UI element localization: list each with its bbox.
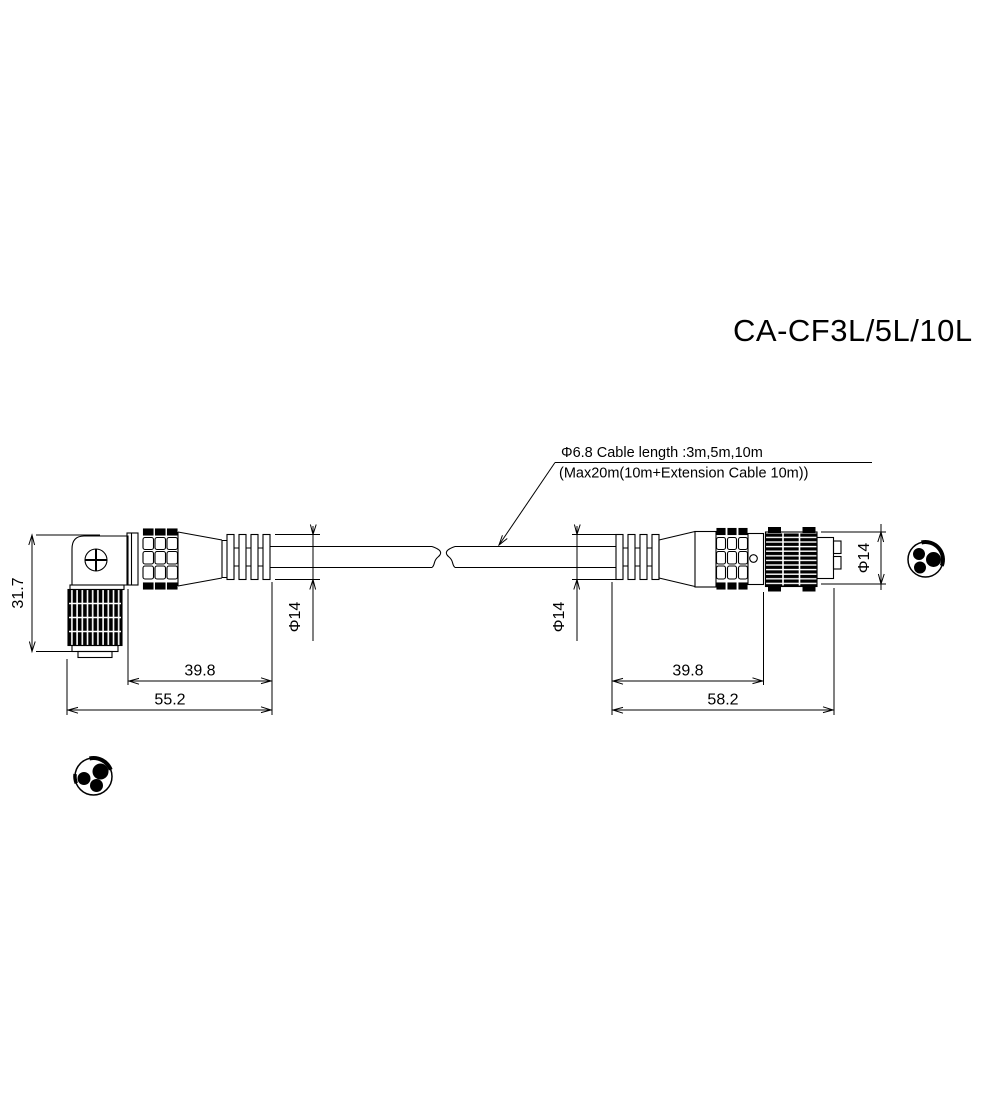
dim-label-left-diameter: Φ14	[287, 602, 304, 633]
right-connector-side-view	[615, 527, 842, 592]
left-neck-ring	[126, 532, 139, 586]
dimension-left-height: 31.7	[10, 534, 106, 652]
face-shell-crescent	[921, 540, 945, 567]
cable-left-segment	[271, 545, 432, 569]
dimension-right-grip-length: 39.8	[611, 582, 764, 715]
cable-annotation-line1: Φ6.8 Cable length :3m,5m,10m	[561, 445, 763, 461]
left-knurled-nut	[67, 588, 123, 659]
left-connector-flange	[69, 584, 125, 591]
cable-right-segment	[455, 545, 616, 569]
cable-break-right	[445, 545, 456, 568]
dimension-left-diameter: Φ14	[275, 524, 320, 641]
left-connector-side-view	[67, 528, 271, 659]
left-connector-body	[71, 535, 129, 586]
drawing-title: CA-CF3L/5L/10L	[733, 313, 973, 348]
left-taper-cone	[177, 531, 223, 587]
face-shell-crescent	[89, 756, 113, 771]
right-cylinder	[694, 530, 717, 588]
face-shell-crescent-left	[73, 773, 78, 784]
right-grip-blocks	[715, 527, 749, 590]
dim-label-left-height: 31.7	[10, 577, 27, 608]
ring-hole	[749, 554, 758, 563]
dimension-right-diameter-cable-side: Φ14	[551, 524, 620, 641]
connector-pins	[77, 763, 109, 792]
right-smooth-ring	[747, 532, 765, 586]
right-knurled-ring	[764, 527, 818, 592]
right-end-cap	[816, 536, 842, 580]
cable	[271, 545, 616, 569]
cable-annotation-line2: (Max20m(10m+Extension Cable 10m))	[559, 466, 808, 482]
right-connector-face-view	[907, 540, 945, 578]
dim-label-right-total: 58.2	[707, 692, 738, 709]
screw-icon	[84, 548, 108, 572]
cable-annotation: Φ6.8 Cable length :3m,5m,10m (Max20m(10m…	[496, 445, 872, 548]
dim-label-right-grip-length: 39.8	[672, 663, 703, 680]
right-taper-cone	[658, 530, 696, 588]
left-grip-blocks	[142, 528, 179, 590]
dim-label-left-total: 55.2	[154, 692, 185, 709]
dimension-left-total: 55.2	[66, 659, 272, 715]
dimension-left-grip-length: 39.8	[127, 582, 273, 715]
dim-label-right-diameter-end: Φ14	[856, 543, 873, 574]
dimension-right-diameter-end: Φ14	[821, 524, 886, 590]
left-connector-face-view	[73, 756, 113, 796]
dimension-right-total: 58.2	[612, 588, 835, 715]
left-strain-relief	[222, 533, 271, 581]
annotation-leader-line	[498, 462, 556, 546]
dim-label-right-diameter-cable-side: Φ14	[551, 602, 568, 633]
dim-label-left-grip-length: 39.8	[184, 663, 215, 680]
connector-pins	[913, 548, 941, 574]
cable-break-left	[431, 545, 442, 568]
right-strain-relief	[615, 533, 660, 581]
